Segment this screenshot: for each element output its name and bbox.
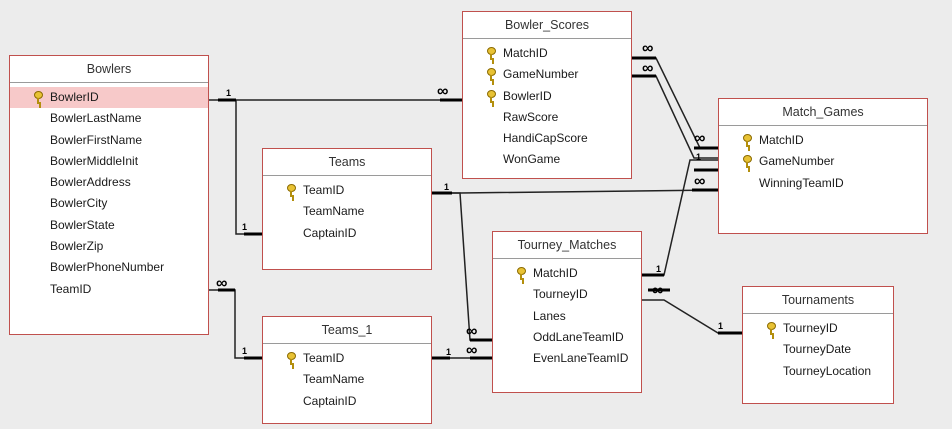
field-bowlermiddleinit[interactable]: BowlerMiddleInit: [50, 153, 139, 168]
field-matchid[interactable]: MatchID: [463, 43, 631, 64]
field-teamid[interactable]: TeamID: [50, 281, 92, 296]
cardinality-many: ∞: [216, 275, 227, 292]
field-wongame[interactable]: WonGame: [503, 152, 561, 167]
table-title[interactable]: Bowlers: [10, 56, 208, 83]
cardinality-one: 1: [718, 321, 724, 331]
field-bowlerfirstname[interactable]: BowlerFirstName: [50, 132, 143, 147]
cardinality-one: 1: [696, 152, 702, 162]
cardinality-many: ∞: [642, 40, 653, 57]
field-captainid[interactable]: CaptainID: [303, 225, 357, 240]
cardinality-many: ∞: [652, 282, 663, 299]
table-teams-1[interactable]: Teams_1 TeamID TeamName CaptainID: [262, 316, 432, 424]
field-list: MatchID GameNumber BowlerID RawScore Han…: [463, 39, 631, 171]
cardinality-one: 1: [226, 88, 232, 98]
field-teamname[interactable]: TeamName: [303, 204, 365, 219]
field-list: BowlerID BowlerLastName BowlerFirstName …: [10, 83, 208, 300]
table-title[interactable]: Tournaments: [743, 287, 893, 314]
cardinality-many: ∞: [694, 173, 705, 190]
rel-teams-matchgames: [432, 189, 719, 194]
field-tourneyid[interactable]: TourneyID: [533, 287, 588, 302]
field-bowlerzip[interactable]: BowlerZip: [50, 239, 104, 254]
key-icon: [34, 91, 43, 105]
cardinality-many: ∞: [466, 323, 477, 340]
field-bowlerid[interactable]: BowlerID: [463, 86, 631, 107]
field-tourneydate[interactable]: TourneyDate: [783, 342, 852, 357]
table-title[interactable]: Teams: [263, 149, 431, 176]
key-icon: [287, 352, 296, 366]
key-icon: [487, 89, 496, 104]
field-tourneylocation[interactable]: TourneyLocation: [783, 363, 872, 378]
field-lanes[interactable]: Lanes: [533, 308, 566, 323]
field-bowleraddress[interactable]: BowlerAddress: [50, 175, 131, 190]
rel-tourneymatches-tournaments: [642, 299, 742, 334]
cardinality-one: 1: [656, 264, 662, 274]
key-icon: [743, 155, 752, 169]
field-bowlerlastname[interactable]: BowlerLastName: [50, 111, 142, 126]
rel-bowlerscores-matchgames-b: [632, 75, 718, 159]
field-list: MatchID GameNumber WinningTeamID: [719, 126, 927, 194]
key-icon: [743, 134, 752, 148]
rel-tourneymatches-matchgames: [642, 159, 718, 276]
field-teamname[interactable]: TeamName: [303, 372, 365, 387]
key-icon: [487, 68, 496, 82]
field-winningteamid[interactable]: WinningTeamID: [759, 175, 844, 190]
field-bowlerstate[interactable]: BowlerState: [50, 217, 115, 232]
field-list: TeamID TeamName CaptainID: [263, 344, 431, 412]
table-teams[interactable]: Teams TeamID TeamName CaptainID: [262, 148, 432, 270]
rel-teams-tourneymatches: [432, 192, 492, 341]
field-teamid[interactable]: TeamID: [263, 348, 431, 369]
table-title[interactable]: Tourney_Matches: [493, 232, 641, 259]
field-matchid[interactable]: MatchID: [719, 130, 927, 151]
table-bowlers[interactable]: Bowlers BowlerID BowlerLastName BowlerFi…: [9, 55, 209, 335]
field-list: TourneyID TourneyDate TourneyLocation: [743, 314, 893, 382]
field-captainid[interactable]: CaptainID: [303, 393, 357, 408]
table-title[interactable]: Teams_1: [263, 317, 431, 344]
cardinality-many: ∞: [437, 83, 448, 100]
field-oddlaneteamid[interactable]: OddLaneTeamID: [533, 329, 624, 344]
field-teamid[interactable]: TeamID: [263, 180, 431, 201]
rel-bowlers-teams1: [209, 289, 262, 359]
field-list: MatchID TourneyID Lanes OddLaneTeamID Ev…: [493, 259, 641, 369]
field-list: TeamID TeamName CaptainID: [263, 176, 431, 244]
cardinality-one: 1: [242, 222, 248, 232]
field-bowlerid[interactable]: BowlerID: [10, 87, 208, 109]
field-handicapscore[interactable]: HandiCapScore: [503, 131, 588, 146]
key-icon: [487, 47, 496, 61]
field-gamenumber[interactable]: GameNumber: [719, 151, 927, 172]
cardinality-one: 1: [242, 346, 248, 356]
rel-teams-bowlers: [235, 100, 262, 235]
field-bowlercity[interactable]: BowlerCity: [50, 196, 108, 211]
field-bowlerphonenumber[interactable]: BowlerPhoneNumber: [50, 260, 165, 275]
cardinality-many: ∞: [694, 130, 705, 147]
table-match-games[interactable]: Match_Games MatchID GameNumber WinningTe…: [718, 98, 928, 234]
key-icon: [287, 184, 296, 198]
cardinality-one: 1: [446, 347, 452, 357]
table-tournaments[interactable]: Tournaments TourneyID TourneyDate Tourne…: [742, 286, 894, 404]
table-tourney-matches[interactable]: Tourney_Matches MatchID TourneyID Lanes …: [492, 231, 642, 393]
field-evenlaneteamid[interactable]: EvenLaneTeamID: [533, 351, 629, 366]
field-matchid[interactable]: MatchID: [493, 263, 641, 284]
key-icon: [767, 322, 776, 336]
field-gamenumber[interactable]: GameNumber: [463, 64, 631, 85]
cardinality-many: ∞: [642, 60, 653, 77]
table-bowler-scores[interactable]: Bowler_Scores MatchID GameNumber BowlerI…: [462, 11, 632, 179]
table-title[interactable]: Bowler_Scores: [463, 12, 631, 39]
cardinality-many: ∞: [466, 342, 477, 359]
field-rawscore[interactable]: RawScore: [503, 109, 559, 124]
table-title[interactable]: Match_Games: [719, 99, 927, 126]
cardinality-one: 1: [444, 182, 450, 192]
key-icon: [517, 267, 526, 281]
field-tourneyid[interactable]: TourneyID: [743, 318, 893, 339]
